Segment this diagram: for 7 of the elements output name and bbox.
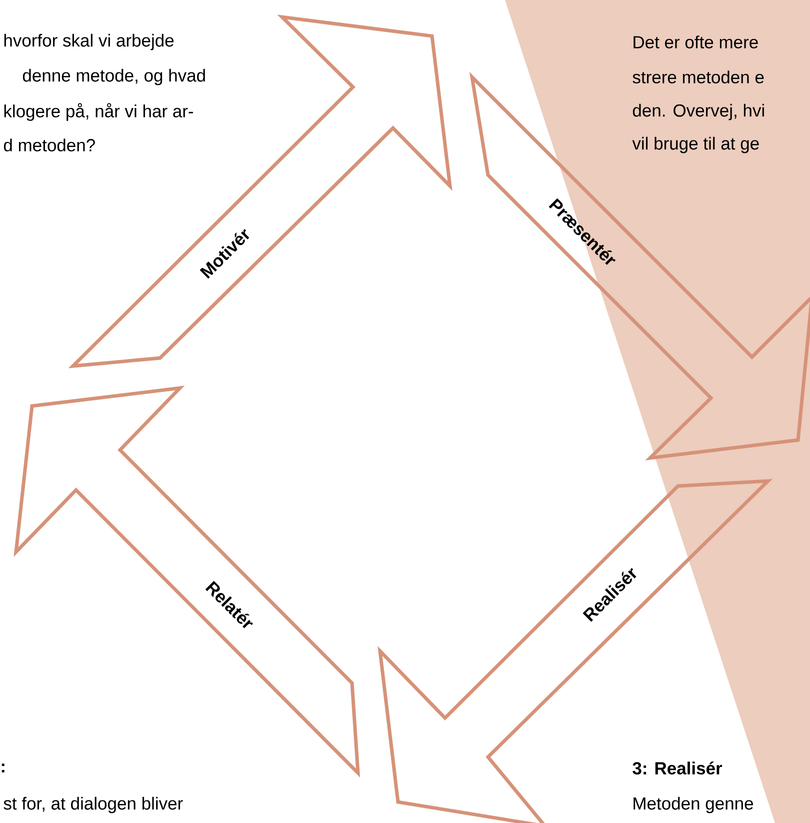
paragraph-text: st for, at dialogen bliver — [4, 796, 183, 814]
paragraph-text: strere metoden e — [632, 70, 764, 84]
paragraph-text: Metoden genne — [634, 796, 753, 814]
paragraph-text: Det er ofte mere — [634, 36, 758, 48]
paragraph-text: vil bruge til at ge — [632, 136, 759, 154]
paragraph-text: den. Overvej, hvi — [632, 104, 764, 120]
paragraph-text: 3: Realisér — [632, 762, 722, 775]
